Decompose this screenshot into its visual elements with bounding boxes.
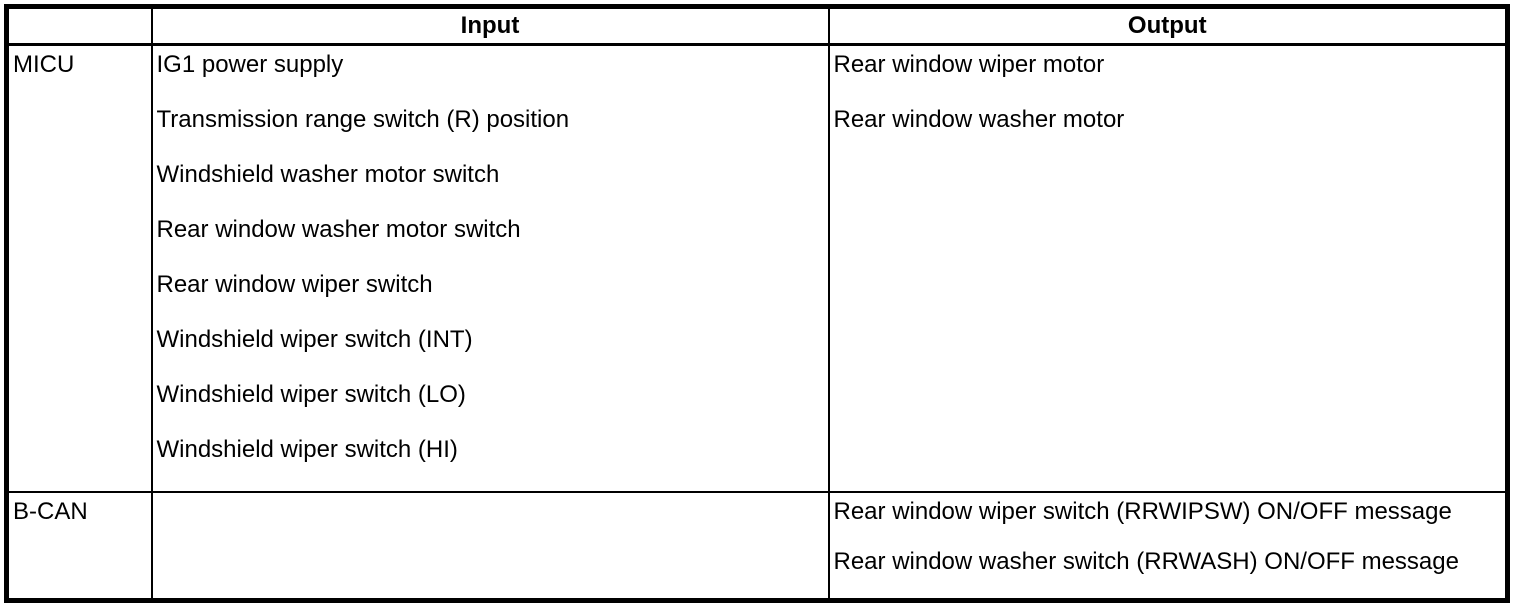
header-row: Input Output [5,5,1509,46]
table-row-micu: MICU IG1 power supply Transmission range… [5,43,1509,493]
row-label-cell-micu: MICU [5,43,153,493]
output-cell-bcan: Rear window wiper switch (RRWIPSW) ON/OF… [827,491,1509,602]
column-header-source [5,5,153,46]
output-line: Rear window wiper motor [833,51,1105,78]
row-label-micu: MICU [13,51,75,78]
input-output-table: Input Output MICU IG1 power supply Trans… [4,4,1510,603]
output-cell-micu: Rear window wiper motor Rear window wash… [827,43,1509,493]
input-line: Windshield washer motor switch [156,161,500,188]
input-line: Rear window washer motor switch [156,216,521,243]
row-label-bcan: B-CAN [13,498,88,525]
input-line: Windshield wiper switch (LO) [156,381,466,408]
row-label-cell-bcan: B-CAN [5,491,153,602]
input-line: Transmission range switch (R) position [156,106,570,133]
output-line: Rear window washer motor [833,106,1125,133]
output-line: Rear window wiper switch (RRWIPSW) ON/OF… [833,498,1452,525]
output-line: Rear window washer switch (RRWASH) ON/OF… [833,548,1459,575]
table-row-bcan: B-CAN Rear window wiper switch (RRWIPSW)… [5,491,1509,602]
column-header-output: Output [827,5,1509,46]
input-cell-micu: IG1 power supply Transmission range swit… [150,43,830,493]
input-cell-bcan [150,491,830,602]
column-header-input: Input [150,5,830,46]
input-line: IG1 power supply [156,51,344,78]
input-line: Rear window wiper switch [156,271,433,298]
input-line: Windshield wiper switch (HI) [156,436,458,463]
input-line: Windshield wiper switch (INT) [156,326,473,353]
